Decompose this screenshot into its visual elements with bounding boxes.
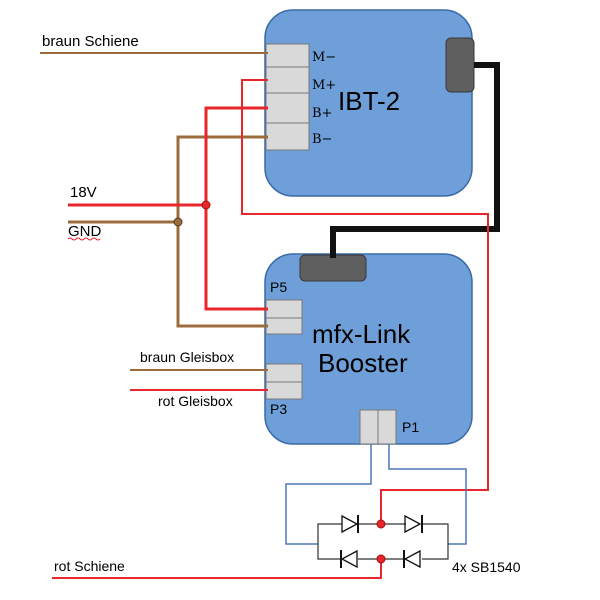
black-control-cable xyxy=(330,62,500,258)
booster-p1-label: P1 xyxy=(402,419,419,435)
booster-p3-terminal xyxy=(265,363,303,400)
booster-p5-label: P5 xyxy=(270,279,287,295)
pin-mplus: M+ xyxy=(312,78,336,93)
label-braun-gleisbox: braun Gleisbox xyxy=(140,349,234,365)
junction-18v xyxy=(201,200,211,210)
wire-18v-to-p5 xyxy=(204,205,268,311)
ibt2-board xyxy=(264,9,473,197)
wire-p1-left xyxy=(285,444,372,545)
junction-diode-bottom xyxy=(376,554,386,564)
ibt2-control-connector xyxy=(445,37,475,93)
booster-control-connector xyxy=(299,254,367,282)
gnd-spellcheck-underline xyxy=(67,237,101,241)
booster-title-line1: mfx-Link xyxy=(312,319,411,349)
booster-p3-label: P3 xyxy=(270,401,287,417)
label-rot-gleisbox: rot Gleisbox xyxy=(158,393,233,409)
booster-title-line2: Booster xyxy=(318,348,408,378)
diode-bottom-left xyxy=(340,549,358,569)
label-braun-schiene: braun Schiene xyxy=(42,33,139,50)
diode-bridge-left-rail xyxy=(317,523,342,560)
junction-diode-top xyxy=(376,519,386,529)
ibt2-title: IBT-2 xyxy=(338,86,400,116)
wire-p1-right xyxy=(388,444,467,545)
pin-mminus: M− xyxy=(312,50,336,65)
pin-bplus: B+ xyxy=(312,106,332,121)
label-gnd: GND xyxy=(68,223,102,240)
label-diodes: 4x SB1540 xyxy=(452,559,521,575)
label-18v: 18V xyxy=(70,184,97,201)
wire-mplus-to-diodes xyxy=(241,79,489,521)
diode-top-right xyxy=(404,514,423,534)
diode-top-left xyxy=(341,514,359,534)
wire-gnd-to-p5 xyxy=(176,222,268,328)
ibt2-terminal-block xyxy=(265,43,310,151)
label-rot-schiene: rot Schiene xyxy=(54,558,125,574)
pin-bminus: B− xyxy=(312,132,332,147)
diode-bridge-right-rail xyxy=(422,523,449,560)
wire-gnd-to-bminus xyxy=(176,135,268,222)
wire-rot-schiene xyxy=(52,559,382,579)
booster-p5-terminal xyxy=(265,299,303,335)
diode-bottom-right xyxy=(403,549,421,569)
wire-18v-to-bplus xyxy=(204,106,268,205)
booster-p1-terminal xyxy=(359,409,397,445)
junction-gnd xyxy=(173,217,183,227)
